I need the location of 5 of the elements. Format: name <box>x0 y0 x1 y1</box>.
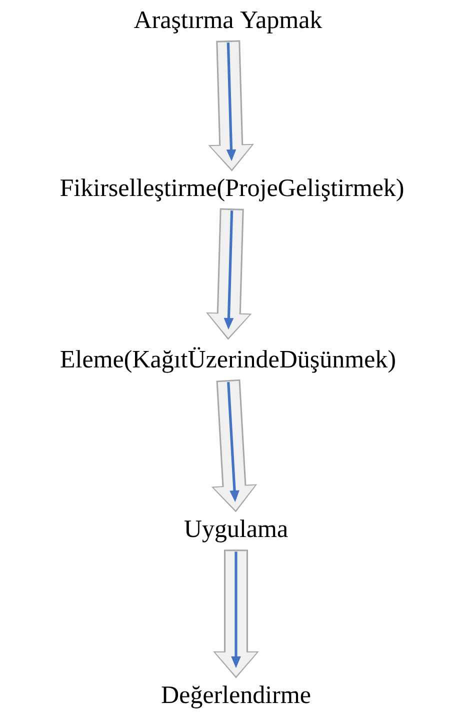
step-text: Araştırma Yapmak <box>134 10 322 34</box>
step-text: Uygulama <box>184 520 288 542</box>
step-text: Fikirselleştirme(ProjeGeliştirmek) <box>60 178 404 202</box>
step-text: Eleme(KağıtÜzerindeDüşünmek) <box>60 347 395 373</box>
step-text: Değerlendirme <box>162 686 310 708</box>
